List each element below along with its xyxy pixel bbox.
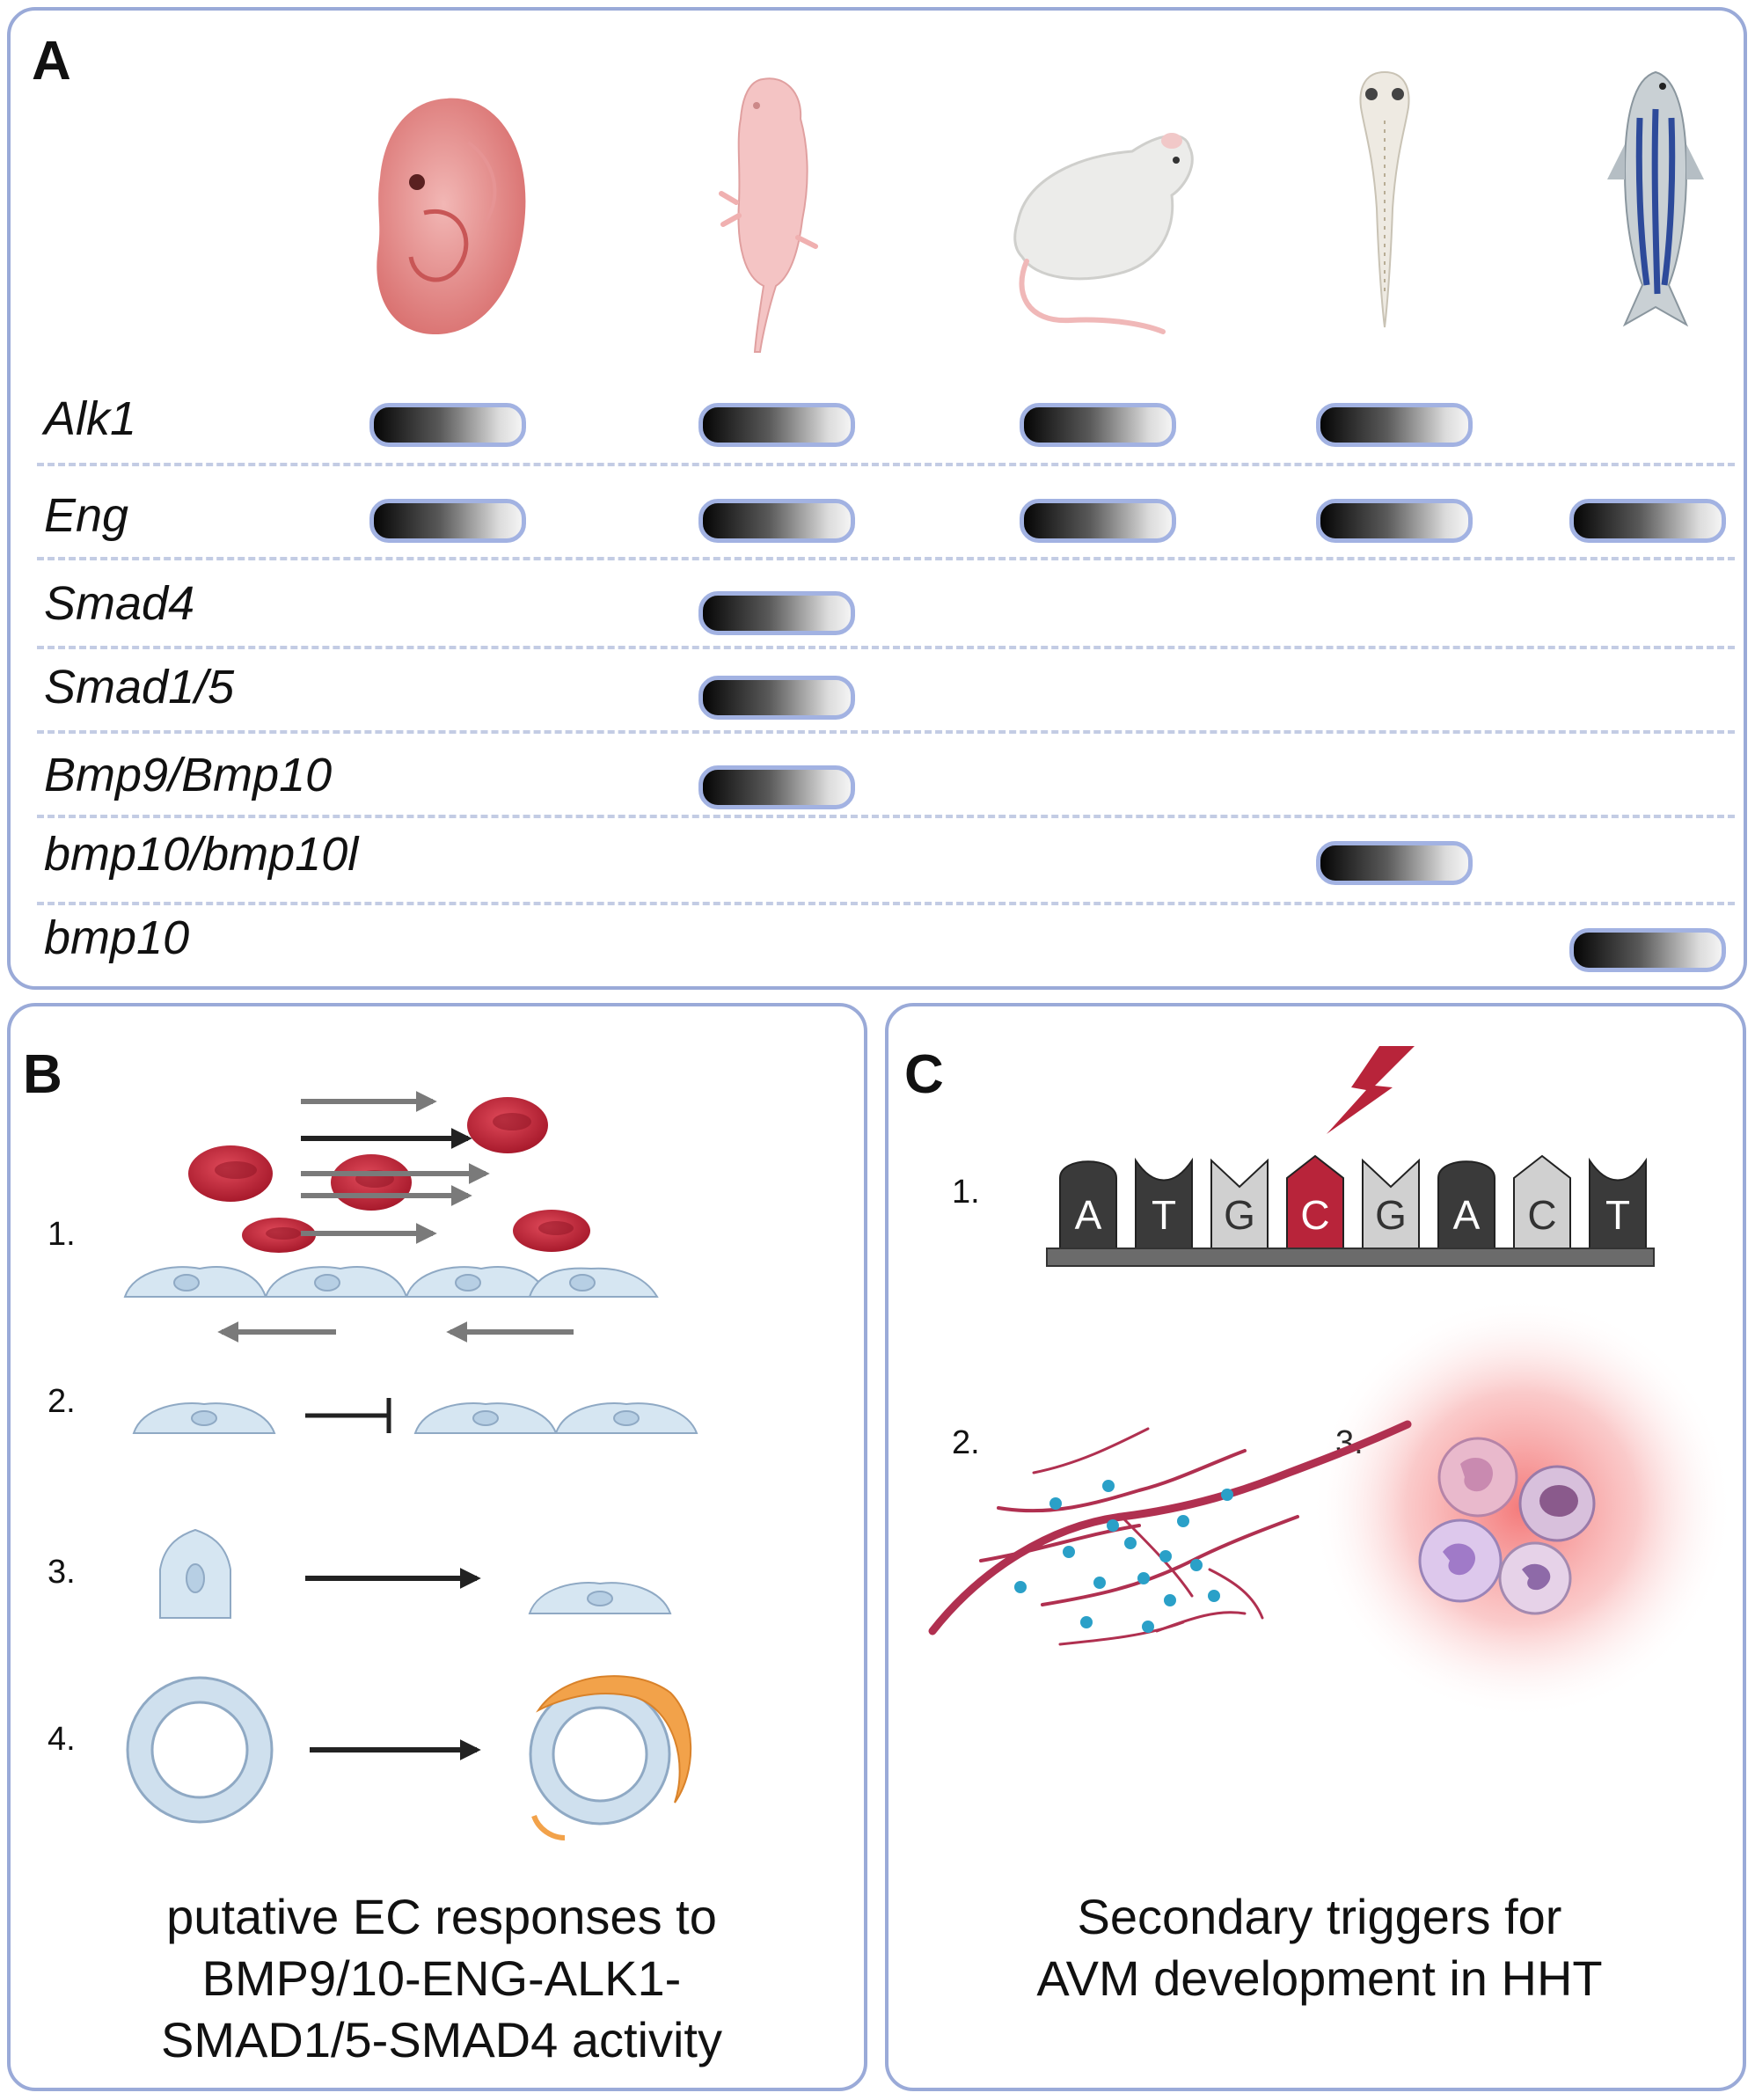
row-divider [37,463,1735,466]
immune-cell-icon [1418,1437,1596,1615]
adult-zebrafish-icon [1607,70,1704,327]
leaked-molecules [1014,1480,1233,1633]
panel-letter-c: C [904,1044,944,1105]
caption-line: AVM development in HHT [1036,1950,1603,2006]
step-2-proliferation-inhibition-illustration [132,1398,698,1434]
adult-mouse-icon [1013,133,1194,334]
gene-label: Eng [44,489,129,542]
model-availability-bar [1316,499,1473,543]
model-availability-bar [698,676,855,720]
gene-label: Bmp9/Bmp10 [44,749,333,801]
dna-base [1437,1160,1495,1249]
leaky-vessel-illustration [928,1420,1412,1646]
model-availability-bar [369,499,526,543]
gene-label: Smad4 [44,577,195,630]
row-divider [37,902,1735,905]
zebrafish-larva-icon [1359,70,1410,328]
row-divider [37,557,1735,560]
caption-line: putative EC responses to [166,1889,717,1944]
step-2-label: 2. [952,1424,980,1461]
model-availability-bar [698,765,855,809]
panel-c-caption: Secondary triggers for AVM development i… [924,1886,1715,2009]
model-availability-bar [698,499,855,543]
dna-base-letter: T [1605,1192,1630,1238]
dna-base-letter: T [1152,1192,1176,1238]
row-divider [37,730,1735,734]
step-4-label: 4. [48,1721,76,1758]
panel-letter-b: B [23,1044,62,1105]
model-availability-bar [1569,928,1726,972]
model-availability-bar [1316,403,1473,447]
panel-b-caption: putative EC responses to BMP9/10-ENG-ALK… [63,1886,820,2071]
step-1-label: 1. [48,1216,76,1253]
dna-base [1059,1160,1117,1249]
red-blood-cell-icon [188,1097,590,1253]
model-availability-bar [698,403,855,447]
step-3-cell-shape-illustration [159,1528,672,1619]
inflammation-illustration [1311,1297,1733,1719]
dna-base-letter: C [1527,1192,1556,1238]
pericyte-icon [536,1675,692,1804]
step-1-flow-migration-illustration [123,1091,659,1343]
panel-letter-a: A [32,31,71,91]
dna-base [1589,1157,1647,1249]
model-availability-bar [369,403,526,447]
dna-base-letter: A [1075,1192,1102,1238]
model-availability-bar [1316,841,1473,885]
model-availability-bar [1020,403,1176,447]
gene-label: bmp10/bmp10l [44,828,359,881]
caption-line: SMAD1/5-SMAD4 activity [161,2012,722,2067]
flow-arrows [301,1091,490,1244]
mouse-embryo-icon [377,98,526,335]
gene-label: Alk1 [44,392,137,445]
gene-label: bmp10 [44,911,190,964]
dna-base-letter: G [1224,1192,1255,1238]
dna-base [1135,1157,1193,1249]
neonatal-mouse-icon [719,77,818,353]
step-1-label: 1. [952,1174,980,1211]
gene-label: Smad1/5 [44,661,235,713]
model-availability-bar [698,591,855,635]
endothelial-cell-icon [123,1266,659,1298]
row-divider [37,646,1735,649]
caption-line: BMP9/10-ENG-ALK1- [201,1950,682,2006]
inhibition-arrow [305,1398,391,1433]
step-4-mural-cell-recruitment-illustration [126,1675,692,1840]
row-divider [37,815,1735,818]
caption-line: Secondary triggers for [1077,1889,1562,1944]
model-availability-bar [1020,499,1176,543]
panel-b: B 1. 2. 3. 4. [7,1003,867,2091]
step-2-label: 2. [48,1383,76,1420]
dna-base-letter: C [1300,1192,1329,1238]
dna-base-letter: G [1375,1192,1407,1238]
dna-base-letter: A [1453,1192,1481,1238]
step-3-label: 3. [48,1554,76,1591]
model-availability-bar [1569,499,1726,543]
lightning-bolt-icon [1327,1046,1415,1134]
